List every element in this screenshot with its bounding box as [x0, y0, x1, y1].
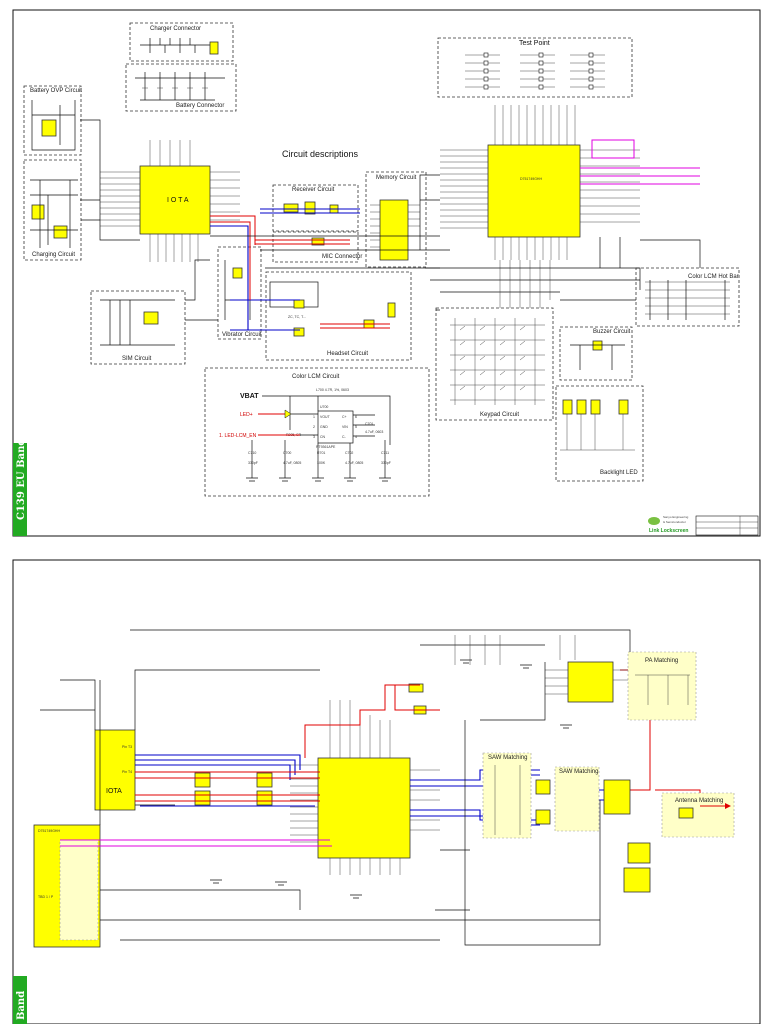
u700-pin-1: 1 — [313, 415, 315, 419]
logo-line1: Sanyo Engineering — [663, 515, 689, 519]
receiver-label: Receiver Circuit — [292, 187, 335, 193]
saw-matching-1-block: SAW Matching — [482, 752, 532, 839]
vibrator-label: Vibrator Circuit — [222, 332, 262, 338]
iota-chip: I O T A — [100, 140, 240, 262]
charging-label: Charging Circuit — [32, 252, 75, 258]
iota-chip-label: I O T A — [167, 197, 189, 204]
c700-label: C700 — [283, 451, 291, 455]
charger-connector-block: Charger Connector — [129, 22, 234, 62]
buzzer-block: Buzzer Circuit — [559, 326, 633, 381]
charger-label: Charger Connector — [150, 26, 201, 32]
r701-label: R701 — [317, 451, 325, 455]
antenna-matching-label: Antenna Matching — [675, 798, 723, 804]
u700-chip — [317, 410, 354, 444]
small-ic-1 — [627, 842, 651, 864]
u700-pin-gnd: GND — [320, 425, 328, 429]
c701-value: 4.7uF, 0603 — [365, 430, 383, 434]
u700-pin-4: 4 — [355, 435, 357, 439]
test-point-block: Test Point — [437, 37, 633, 98]
circuit-descriptions-title: Circuit descriptions — [282, 149, 359, 159]
u700-pin-3: 3 — [313, 435, 315, 439]
hot-bar-label: Color LCM Hot Bar — [688, 274, 739, 280]
u700-label: U700 — [320, 405, 328, 409]
u700-pin-cplus: C+ — [342, 415, 347, 419]
led-plus-label: LED+ — [240, 412, 253, 418]
mic-label: MIC Connector — [322, 254, 362, 260]
iota-chip-2: IOTA Pin T3 Pin T4 — [94, 729, 136, 811]
c710-value: 330pF — [248, 461, 258, 465]
c701-label: C701 — [365, 422, 373, 426]
saw-matching-2-label: SAW Matching — [559, 769, 598, 775]
l700-label: L700 4.7R, 1%, 0603 — [316, 388, 349, 392]
schematic-sheet-2: Band IOTA Pin T3 Pin T4 D751749GHH TBD 1… — [12, 559, 761, 1024]
battery-ovp-label: Battery OVP Circuit — [30, 88, 82, 94]
baseband-chip: D751749GHH — [440, 105, 700, 260]
pa-matching-block: PA Matching — [627, 651, 697, 721]
rt-chip-label: RT9361APE — [316, 445, 336, 449]
small-ic-2 — [623, 867, 651, 893]
u700-pin-cn: CN — [320, 435, 326, 439]
saw-matching-1-label: SAW Matching — [488, 755, 527, 761]
side-tag-1-text: C139 EU Band — [16, 439, 27, 520]
headset-block: Headset Circuit ZC, TC, T... — [230, 271, 412, 361]
mic-block: MIC Connector — [255, 231, 362, 263]
footer-logo: Sanyo Engineering & Semiconductor Link L… — [648, 515, 759, 536]
battery-label: Battery Connector — [176, 103, 224, 109]
transceiver-chip — [290, 700, 440, 875]
iota-pin-t3: Pin T3 — [122, 745, 132, 749]
led-en-label: 1. LED-LCM_EN — [219, 433, 257, 439]
sim-label: SIM Circuit — [122, 356, 152, 362]
r701-value: 100K — [317, 461, 326, 465]
u700-pin-5: 5 — [355, 425, 357, 429]
u700-pin-vout: VOUT — [320, 415, 331, 419]
baseband-chip-2: D751749GHH TBD 1 / P — [33, 824, 101, 948]
switch-chip — [603, 779, 631, 815]
receiver-block: Receiver Circuit — [260, 184, 360, 232]
sim-block: SIM Circuit — [90, 290, 186, 365]
keypad-label: Keypad Circuit — [480, 412, 519, 418]
keypad-block: Keypad Circuit — [435, 307, 554, 421]
u700-pin-2: 2 — [313, 425, 315, 429]
charging-block: Charging Circuit — [23, 159, 82, 261]
memory-label: Memory Circuit — [376, 175, 417, 181]
c700-value: 4.7uF, 0805 — [283, 461, 301, 465]
pa-matching-label: PA Matching — [645, 658, 678, 664]
color-lcm-label: Color LCM Circuit — [292, 374, 340, 380]
headset-part-label: ZC, TC, T... — [288, 315, 306, 319]
vbat-label: VBAT — [240, 393, 259, 400]
side-tag-2: Band — [13, 976, 27, 1024]
logo-line2: & Semiconductor — [663, 520, 686, 524]
c702-value: 4.7uF, 0805 — [345, 461, 363, 465]
schematic-sheet-1: C139 EU Band Charger Connector Battery C… — [12, 9, 761, 537]
battery-connector-block: Battery Connector — [125, 63, 237, 112]
u700-pin-vin: VIN — [342, 425, 348, 429]
test-point-label: Test Point — [519, 40, 550, 47]
backlight-label: Backlight LED — [600, 470, 638, 476]
buzzer-label: Buzzer Circuit — [593, 329, 631, 335]
side-tag-1: C139 EU Band — [13, 439, 27, 536]
headset-label: Headset Circuit — [327, 351, 368, 357]
c702-label: C702 — [345, 451, 353, 455]
logo-brand: Link Lockscreen — [649, 528, 688, 534]
saw-matching-2-block: SAW Matching — [535, 766, 600, 832]
antenna-matching-block: Antenna Matching — [661, 792, 735, 838]
c711-value: 330pF — [381, 461, 391, 465]
baseband-chip-2-sub: TBD 1 / P — [38, 895, 54, 899]
iota-chip-2-label: IOTA — [106, 788, 122, 795]
baseband-chip-label: D751749GHH — [520, 177, 542, 181]
u700-pin-6: 6 — [355, 415, 357, 419]
pa-chip — [545, 661, 630, 703]
baseband-chip-2-label: D751749GHH — [38, 829, 60, 833]
backlight-block: Backlight LED — [555, 385, 644, 482]
u700-pin-cminus: C- — [342, 435, 347, 439]
iota-pin-t4: Pin T4 — [122, 770, 132, 774]
side-tag-2-text: Band — [16, 991, 27, 1020]
color-lcm-block: Color LCM Circuit VBAT L700 4.7R, 1%, 06… — [204, 367, 430, 497]
hot-bar-block: Color LCM Hot Bar — [635, 267, 740, 327]
battery-ovp-block: Battery OVP Circuit — [23, 85, 82, 156]
